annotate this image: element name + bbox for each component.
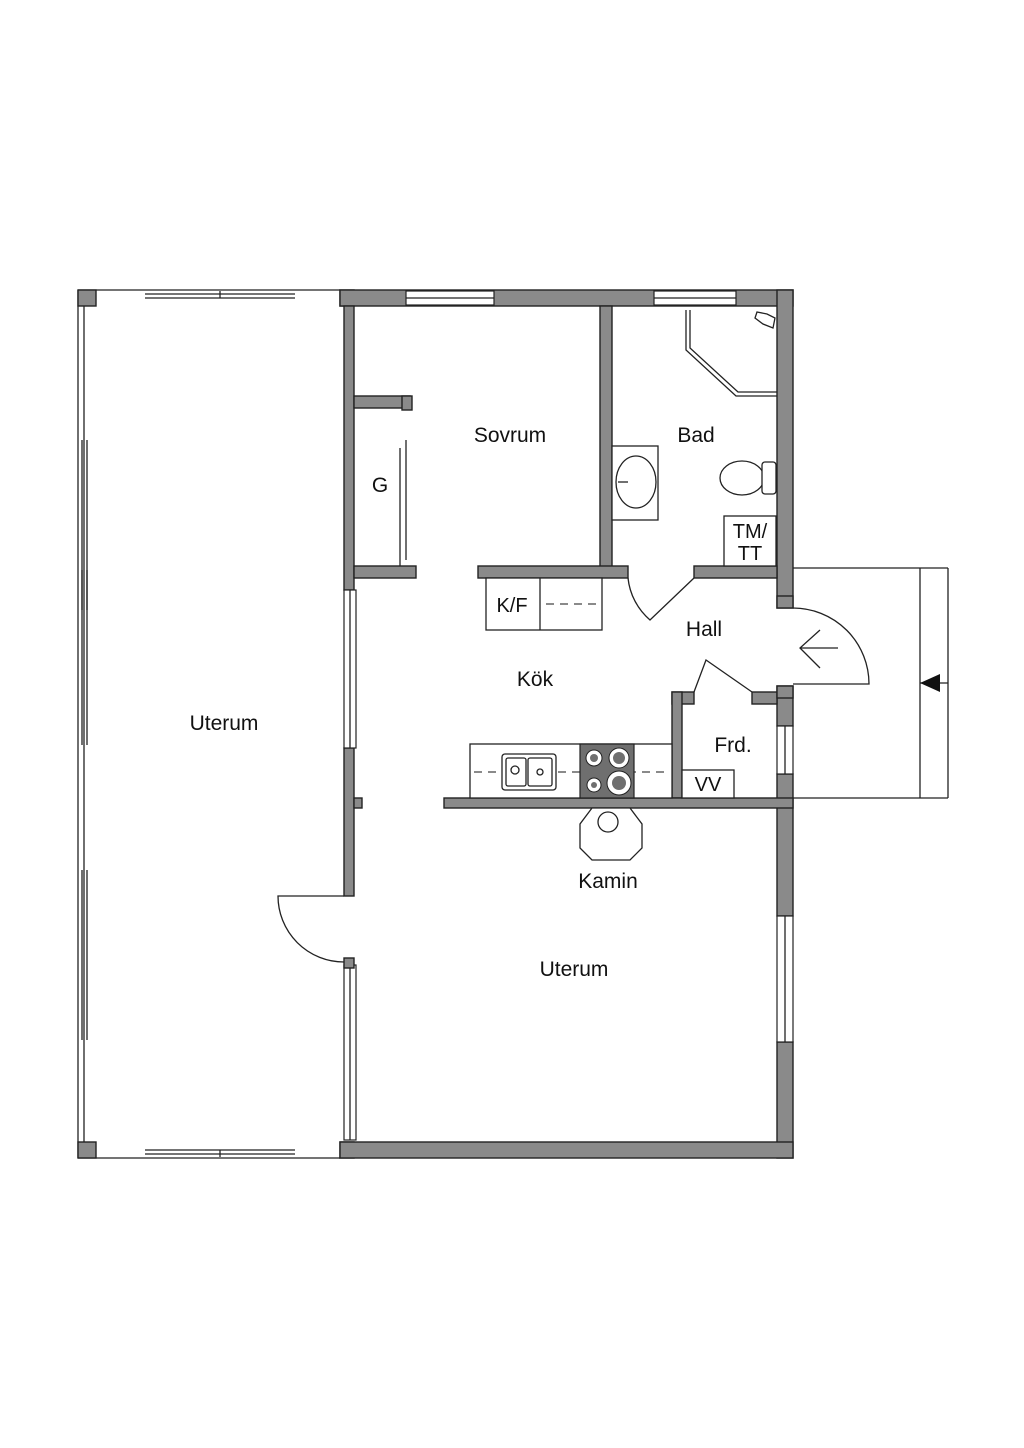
label-vv: VV — [695, 774, 722, 796]
closet-doors — [399, 440, 407, 566]
label-kok: Kök — [517, 668, 554, 691]
bathroom-fixtures — [611, 310, 777, 567]
kitchen-fixtures — [469, 577, 735, 799]
label-frd: Frd. — [714, 734, 751, 757]
porch — [793, 567, 949, 799]
label-uterum-left: Uterum — [190, 712, 259, 735]
interior-walls — [353, 305, 794, 809]
label-tt: TT — [738, 543, 762, 565]
label-g: G — [372, 474, 388, 497]
room-labels: Uterum Sovrum Bad G TM/ TT K/F Hall Kök … — [190, 424, 768, 981]
doors — [277, 577, 870, 969]
windows — [343, 290, 794, 1141]
label-tm: TM/ — [733, 521, 768, 543]
stove-icon — [579, 743, 635, 799]
tm-tt-box — [723, 515, 777, 567]
kitchen-sink-icon — [501, 753, 557, 791]
entrance-arrow-icon — [799, 629, 838, 669]
direction-arrow-icon — [920, 674, 940, 692]
vv-box — [681, 769, 735, 799]
label-bad: Bad — [677, 424, 714, 447]
fireplace-icon — [579, 807, 643, 861]
label-sovrum: Sovrum — [474, 424, 546, 447]
toilet-icon — [719, 460, 777, 496]
exterior-walls — [339, 289, 794, 1159]
label-uterum-right: Uterum — [540, 958, 609, 981]
label-kf: K/F — [496, 595, 527, 617]
label-hall: Hall — [686, 618, 722, 641]
label-kamin: Kamin — [578, 870, 638, 893]
